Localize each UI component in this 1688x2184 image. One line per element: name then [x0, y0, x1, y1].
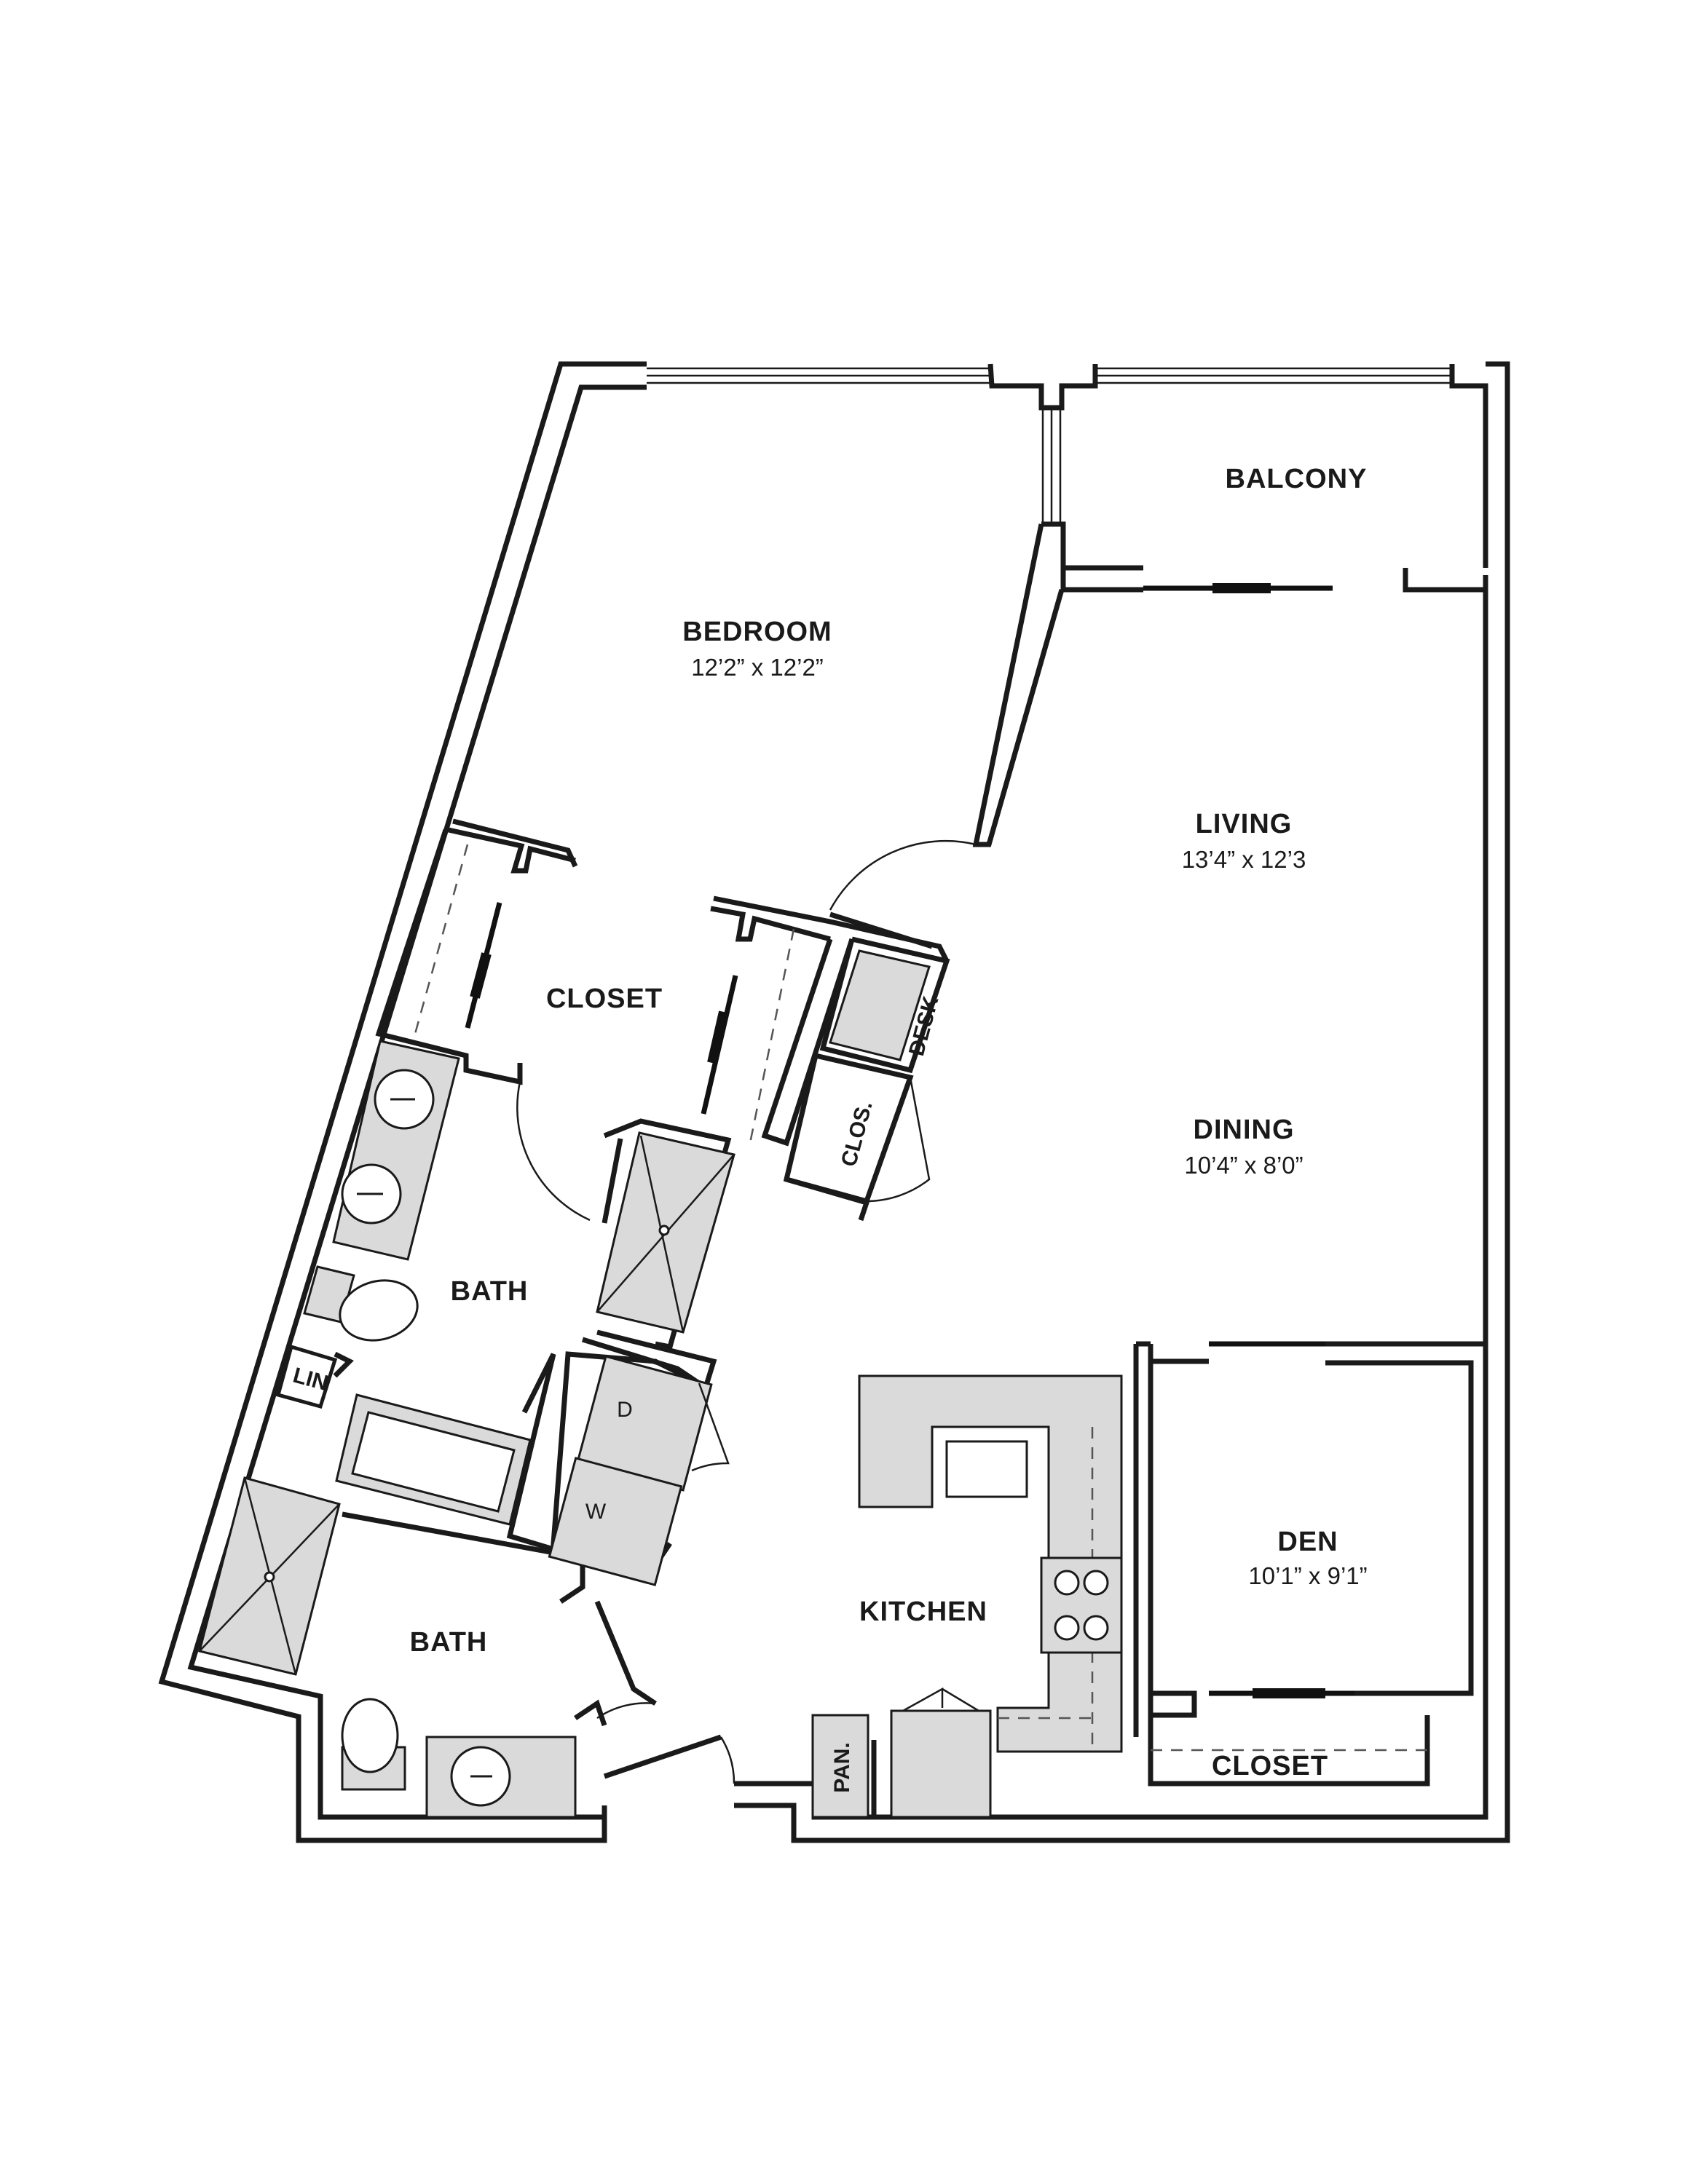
- exterior-walls: [158, 361, 1510, 1843]
- bedroom-label: BEDROOM: [682, 617, 832, 647]
- bedroom-dims: 12’2” x 12’2”: [691, 654, 824, 681]
- walk-in-closet: [375, 818, 950, 1222]
- dining-dims: 10’4” x 8’0”: [1184, 1152, 1303, 1179]
- second-bath: [198, 1476, 735, 1819]
- laundry: [548, 1329, 730, 1586]
- dining-label: DINING: [1194, 1115, 1295, 1145]
- bath-main-label: BATH: [451, 1276, 529, 1307]
- den-label: DEN: [1277, 1527, 1338, 1557]
- balcony-label: BALCONY: [1226, 464, 1368, 494]
- lin-label: LIN: [291, 1364, 331, 1396]
- bedroom-living-wall: [829, 523, 1065, 949]
- living-dims: 13’4” x 12’3: [1182, 846, 1306, 873]
- pan-label: PAN.: [830, 1742, 854, 1792]
- kitchen-fixtures: [811, 1374, 1123, 1819]
- dryer-label: D: [617, 1398, 633, 1422]
- living-label: LIVING: [1196, 809, 1293, 839]
- den-closet-label: CLOSET: [1212, 1751, 1328, 1781]
- kitchen-label: KITCHEN: [859, 1597, 987, 1627]
- washer-label: W: [585, 1500, 607, 1524]
- closet-label: CLOSET: [546, 984, 663, 1014]
- balcony-walls: [1041, 521, 1486, 593]
- desk-area: [783, 936, 950, 1222]
- clos-label: CLOS.: [837, 1099, 877, 1169]
- room-labels: BALCONY BEDROOM 12’2” x 12’2” LIVING 13’…: [410, 464, 1368, 1781]
- main-bath: [275, 1040, 735, 1604]
- den-dims: 10’1” x 9’1”: [1248, 1562, 1367, 1589]
- bath-second-label: BATH: [410, 1627, 488, 1658]
- dining-den-walls: [1133, 1341, 1486, 1787]
